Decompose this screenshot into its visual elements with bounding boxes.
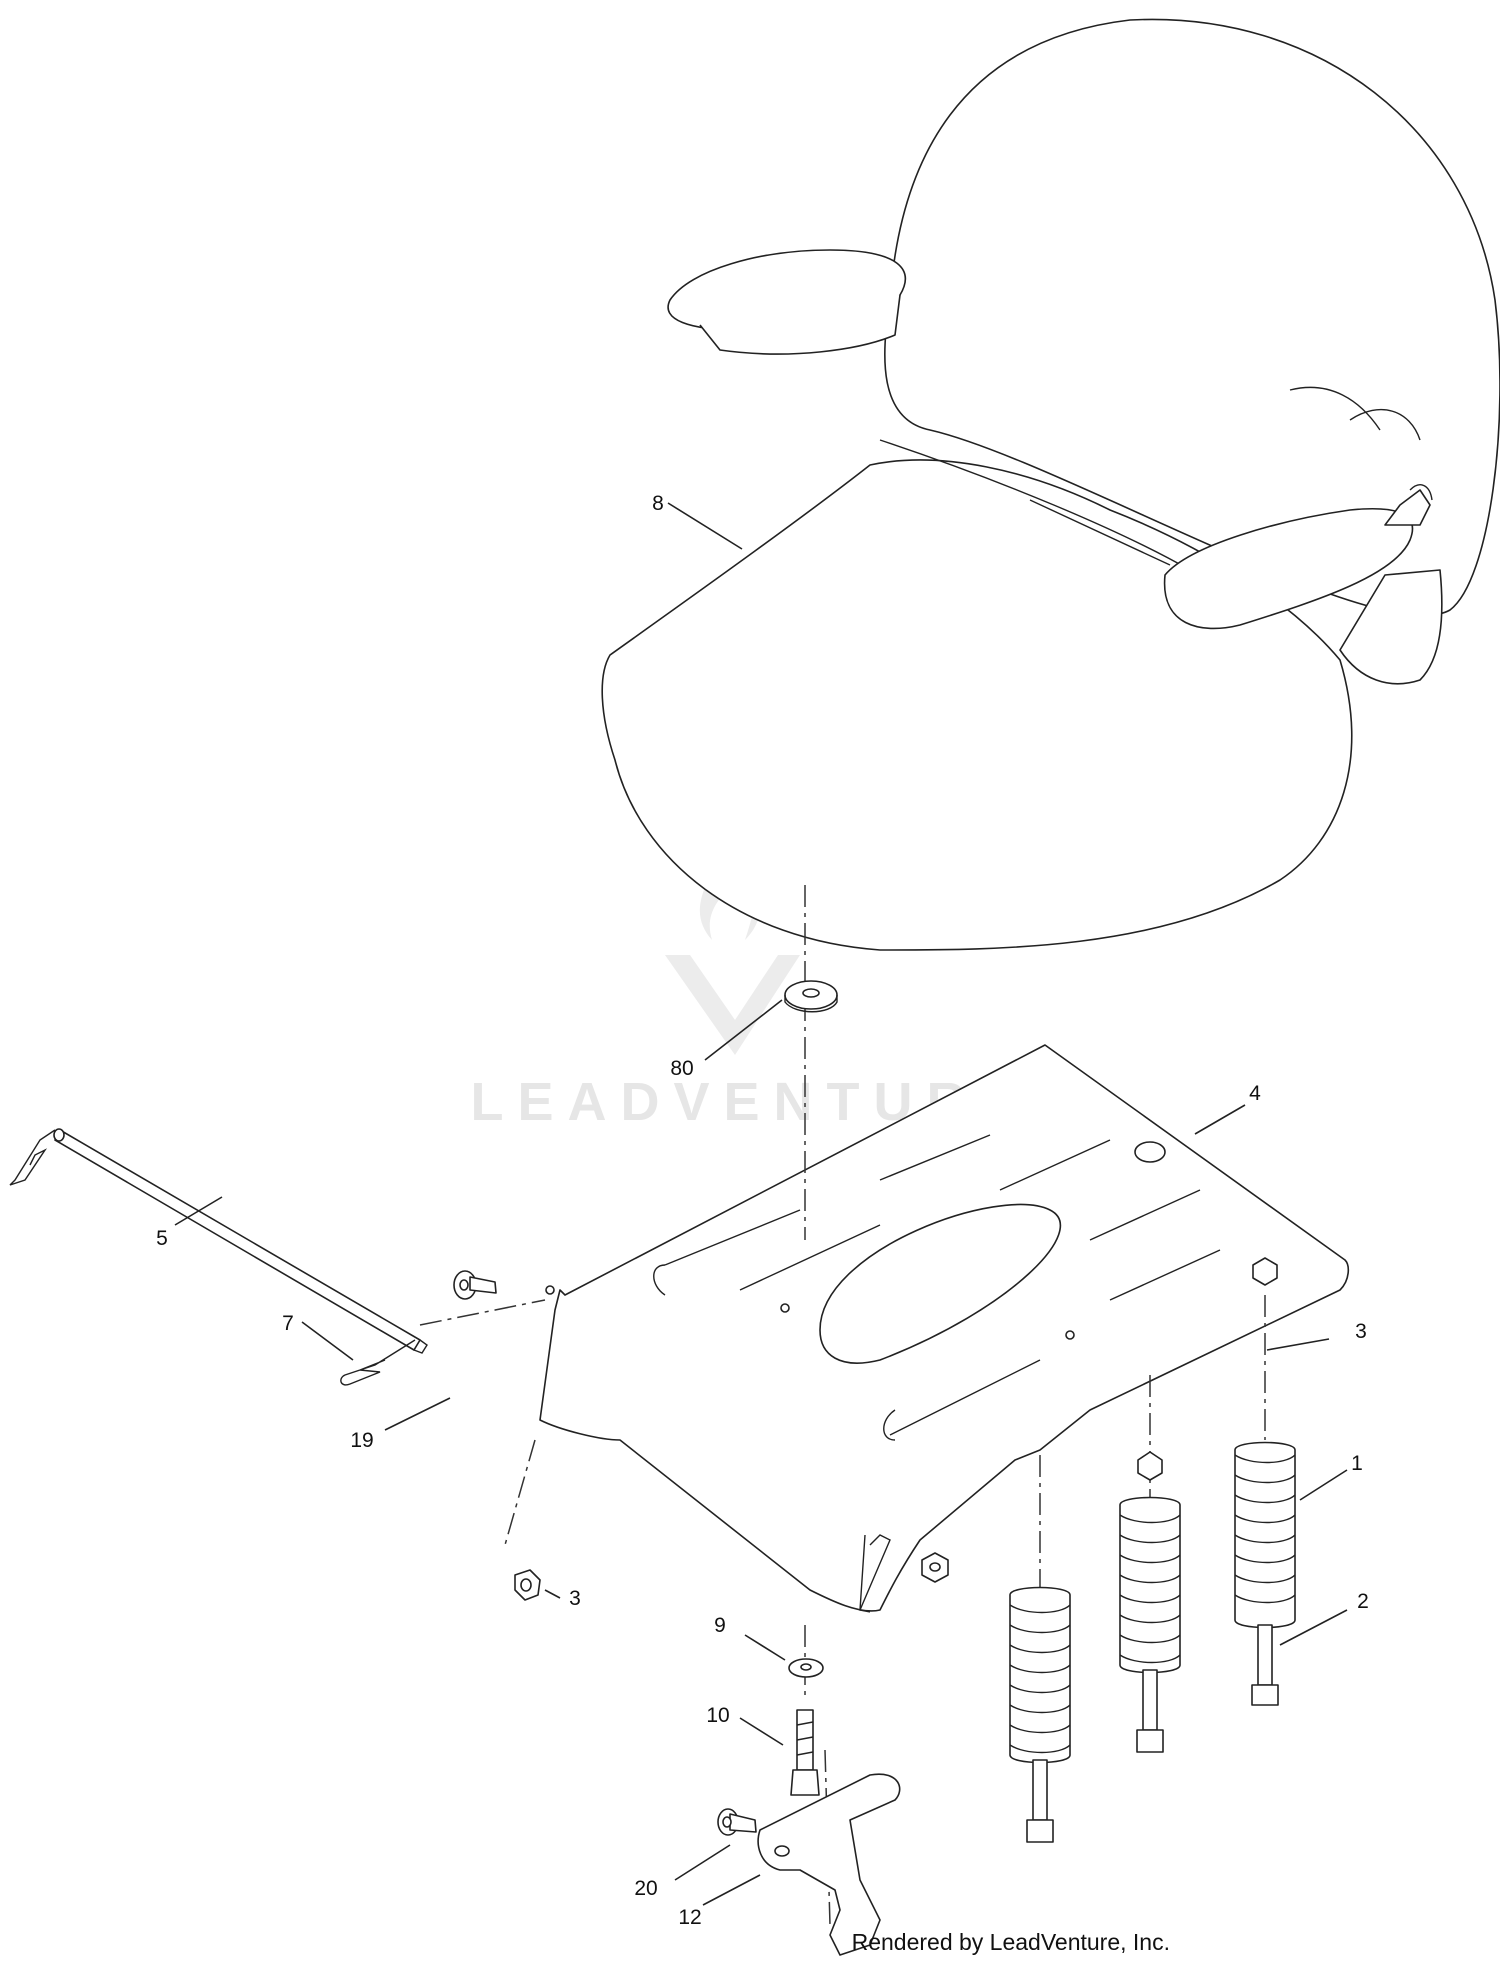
right-armrest — [1163, 484, 1443, 685]
washer-9 — [788, 1658, 824, 1678]
callout-1: 1 — [1351, 1452, 1363, 1475]
callout-2: 2 — [1357, 1590, 1369, 1613]
hair-pin-7 — [340, 1339, 416, 1386]
callout-20: 20 — [634, 1877, 657, 1900]
leader-lines — [174, 502, 1348, 1906]
callout-9: 9 — [714, 1614, 726, 1637]
callouts: 8 80 4 5 7 19 3 3 1 2 9 10 20 12 — [156, 492, 1369, 1929]
shoulder-bolt-19 — [453, 1270, 497, 1300]
v-logo-icon — [665, 955, 800, 1055]
seat-mounting-plate — [539, 1044, 1350, 1613]
seat-back — [884, 18, 1500, 617]
callout-12: 12 — [678, 1906, 701, 1929]
callout-19: 19 — [350, 1429, 373, 1452]
spring-assembly-right — [1234, 1257, 1296, 1706]
hinge-pin — [9, 1128, 428, 1354]
callout-5: 5 — [156, 1227, 168, 1250]
bolt-10 — [790, 1709, 820, 1796]
nut-plate — [921, 1552, 949, 1583]
callout-80: 80 — [670, 1057, 693, 1080]
shoulder-bolt-20 — [717, 1808, 757, 1836]
callout-3-left: 3 — [569, 1587, 581, 1610]
washer-80 — [784, 980, 838, 1013]
nut-3-left — [514, 1569, 541, 1601]
callout-3-right: 3 — [1355, 1320, 1367, 1343]
callout-8: 8 — [652, 492, 664, 515]
spring-assembly-middle — [1119, 1451, 1181, 1753]
callout-10: 10 — [706, 1704, 729, 1727]
spring-assembly-left — [1009, 1586, 1071, 1843]
callout-4: 4 — [1249, 1082, 1261, 1105]
left-armrest — [667, 249, 907, 355]
seat-latch-12 — [757, 1773, 901, 1956]
footer-credit: Rendered by LeadVenture, Inc. — [852, 1929, 1170, 1955]
callout-7: 7 — [282, 1312, 294, 1335]
